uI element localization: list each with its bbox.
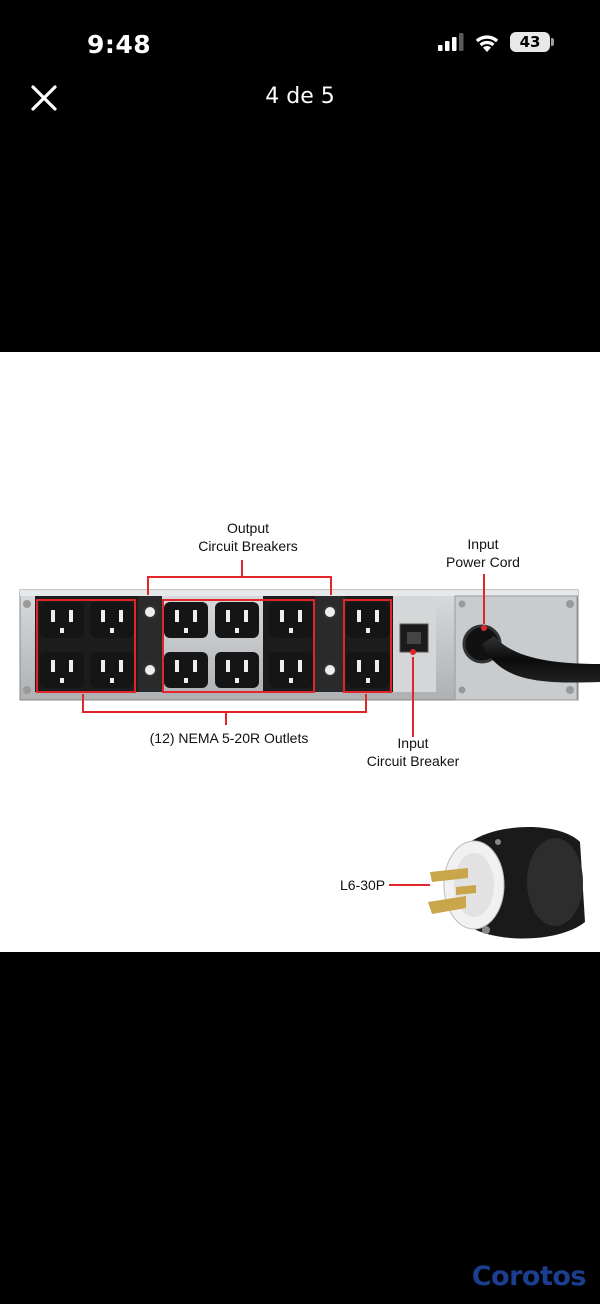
wifi-icon [475,34,499,52]
nav-bar: 4 de 5 [0,70,600,122]
label-input-2: Input [397,735,428,751]
status-bar: 9:48 43 [0,0,600,80]
label-output: Output [227,520,269,536]
page-counter: 4 de 5 [265,84,335,109]
pdu-diagram: Output Circuit Breakers Input Power Cord… [19,520,600,939]
label-input: Input [467,536,498,552]
label-input-circuit-breaker: Circuit Breaker [367,753,460,769]
product-photo: Output Circuit Breakers Input Power Cord… [0,352,600,952]
battery-indicator: 43 [510,32,554,52]
input-power-cord [482,636,600,683]
close-icon[interactable] [26,80,62,116]
status-icons: 43 [438,32,554,52]
label-plug: L6-30P [340,877,385,893]
cellular-signal-icon [438,33,464,51]
corotos-watermark-logo: Corotos [471,1261,587,1292]
label-outlets: (12) NEMA 5-20R Outlets [150,730,309,746]
status-time: 9:48 [87,30,152,59]
label-circuit-breakers: Circuit Breakers [198,538,298,554]
label-power-cord: Power Cord [446,554,520,570]
l6-30p-plug [428,827,585,939]
